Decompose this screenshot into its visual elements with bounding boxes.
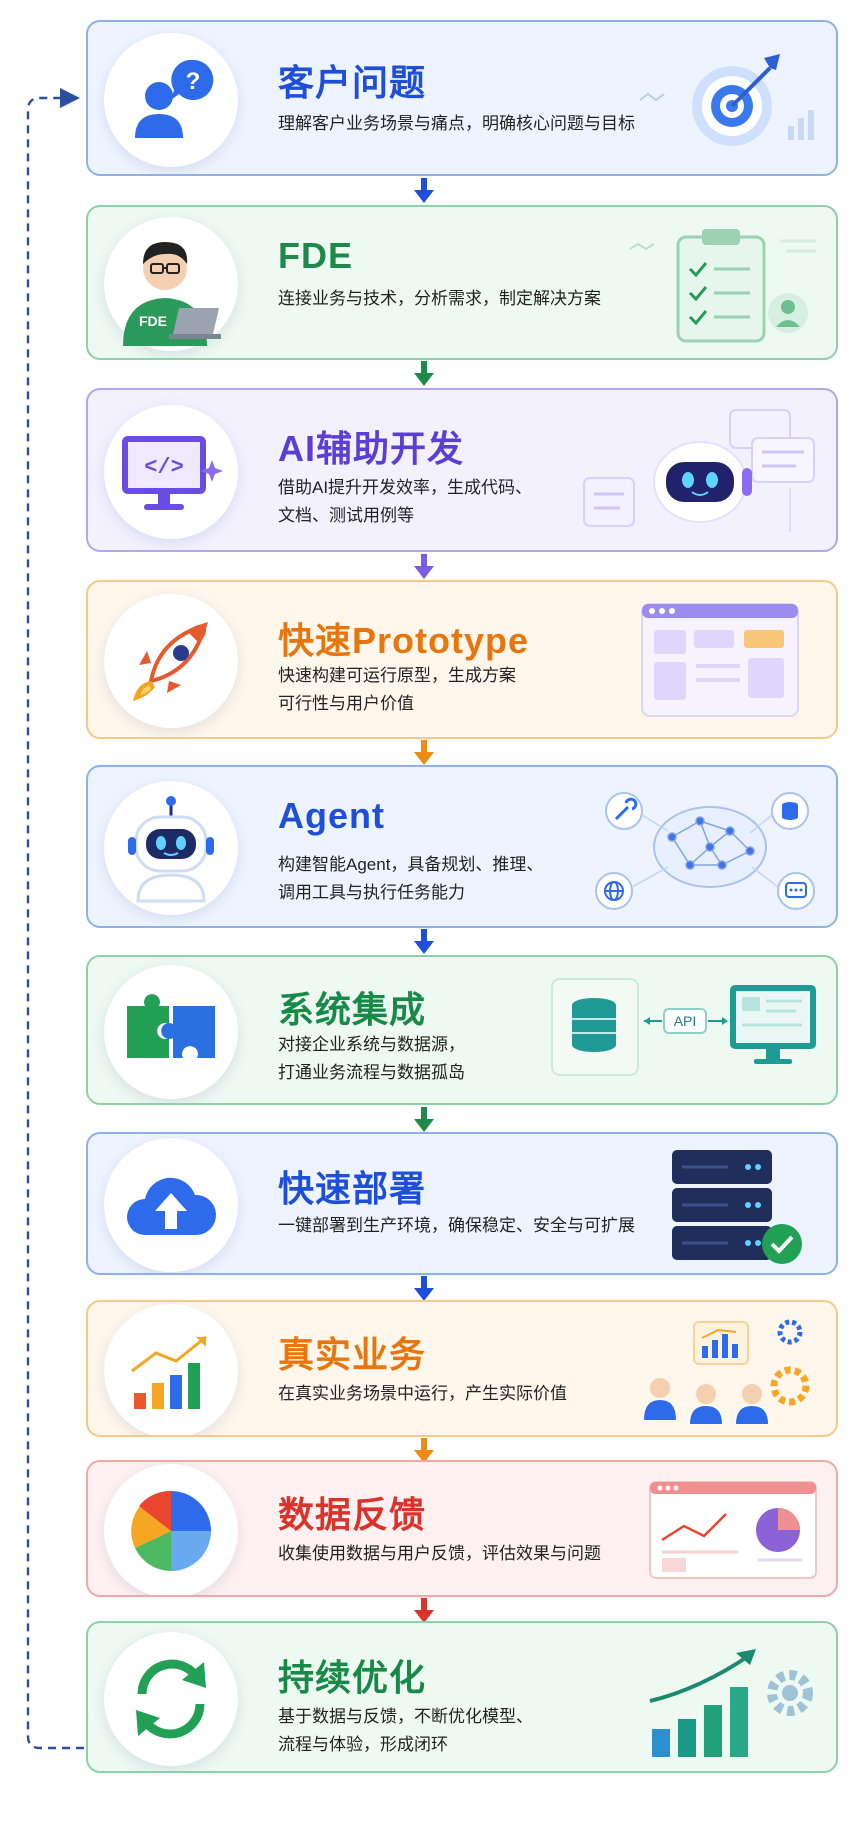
pie-chart-icon	[131, 1490, 211, 1571]
target-icon	[639, 54, 814, 146]
puzzle-icon	[127, 994, 215, 1058]
step-card-data-feedback: 数据反馈 收集使用数据与用户反馈，评估效果与问题	[86, 1460, 838, 1597]
step-title: 快速Prototype	[278, 620, 530, 661]
fde-avatar-circle: FDE	[104, 217, 238, 351]
step-title: 数据反馈	[278, 1494, 427, 1535]
step-title: 真实业务	[278, 1334, 427, 1375]
step-description: 构建智能Agent，具备规划、推理、 调用工具与执行任务能力	[278, 855, 544, 902]
ai-robot-icon	[583, 409, 815, 532]
growth-chart-icon	[131, 1335, 207, 1409]
step-title: AI辅助开发	[278, 428, 465, 469]
step-description: 借助AI提升开发效率，生成代码、 文档、测试用例等	[278, 478, 533, 525]
ai-brain-network-icon	[595, 792, 815, 910]
step-title: 客户问题	[278, 62, 427, 103]
cloud-upload-circle	[104, 1138, 238, 1272]
cloud-upload-icon	[127, 1177, 217, 1235]
engineer-laptop-icon: FDE	[123, 242, 221, 346]
rocket-icon	[133, 622, 208, 701]
svg-text:FDE: FDE	[139, 313, 167, 329]
step-card-continuous-optimization: 持续优化 基于数据与反馈，不断优化模型、 流程与体验，形成闭环	[86, 1621, 838, 1773]
flow-arrow	[414, 1276, 434, 1301]
step-description: 收集使用数据与用户反馈，评估效果与问题	[278, 1544, 601, 1563]
user-question-icon: ?	[135, 59, 214, 138]
clipboard-checklist-icon	[629, 229, 816, 343]
svg-text:?: ?	[186, 68, 201, 95]
customer-icon-circle: ?	[104, 33, 238, 167]
step-card-system-integration: 系统集成 对接企业系统与数据源， 打通业务流程与数据孤岛 API	[86, 955, 838, 1105]
step-card-rapid-prototype: 快速Prototype 快速构建可运行原型，生成方案 可行性与用户价值	[86, 580, 838, 739]
step-title: 系统集成	[278, 989, 427, 1030]
step-title: 快速部署	[278, 1168, 427, 1209]
analytics-dashboard-icon	[649, 1481, 817, 1579]
refresh-cycle-icon	[136, 1659, 206, 1739]
robot-circle	[104, 781, 238, 915]
flow-arrow	[414, 1438, 434, 1463]
server-rack-check-icon	[672, 1150, 802, 1264]
prototype-window-icon	[641, 603, 799, 717]
refresh-circle	[104, 1632, 238, 1766]
flow-arrow	[414, 1107, 434, 1132]
step-title: 持续优化	[278, 1657, 427, 1698]
step-title: Agent	[278, 795, 385, 836]
flow-arrow	[414, 740, 434, 765]
flow-arrow	[414, 929, 434, 954]
step-description: 连接业务与技术，分析需求，制定解决方案	[278, 289, 601, 308]
step-card-fde: FDE FDE 连接业务与技术，分析需求，制定解决方案	[86, 205, 838, 360]
step-description: 一键部署到生产环境，确保稳定、安全与可扩展	[278, 1216, 635, 1235]
step-card-real-business: 真实业务 在真实业务场景中运行，产生实际价值	[86, 1300, 838, 1437]
svg-text:API: API	[674, 1013, 697, 1029]
flow-arrow	[414, 361, 434, 386]
rocket-circle	[104, 594, 238, 728]
business-team-icon	[644, 1319, 810, 1424]
growth-gear-icon	[649, 1649, 813, 1757]
step-title: FDE	[278, 235, 353, 276]
step-card-customer-problem: ? 客户问题 理解客户业务场景与痛点，明确核心问题与目标	[86, 20, 838, 176]
svg-text:</>: </>	[144, 455, 184, 480]
bar-chart-circle	[104, 1304, 238, 1435]
step-description: 基于数据与反馈，不断优化模型、 流程与体验，形成闭环	[278, 1707, 533, 1754]
step-description: 理解客户业务场景与痛点，明确核心问题与目标	[278, 114, 635, 133]
flow-arrow	[414, 554, 434, 579]
code-monitor-icon: </>	[122, 436, 223, 510]
puzzle-circle	[104, 965, 238, 1099]
step-card-agent: Agent 构建智能Agent，具备规划、推理、 调用工具与执行任务能力	[86, 765, 838, 928]
step-card-rapid-deploy: 快速部署 一键部署到生产环境，确保稳定、安全与可扩展	[86, 1132, 838, 1275]
step-card-ai-assisted-dev: </> AI辅助开发 借助AI提升开发效率，生成代码、 文档、测试用例等	[86, 388, 838, 552]
pie-chart-circle	[104, 1464, 238, 1595]
database-api-monitor-icon: API	[551, 978, 816, 1076]
robot-head-icon	[128, 796, 214, 903]
step-description: 快速构建可运行原型，生成方案 可行性与用户价值	[278, 666, 516, 713]
flow-arrow	[414, 1598, 434, 1623]
step-description: 在真实业务场景中运行，产生实际价值	[278, 1384, 567, 1403]
flow-arrow	[414, 178, 434, 203]
step-description: 对接企业系统与数据源， 打通业务流程与数据孤岛	[278, 1035, 465, 1082]
monitor-code-circle: </>	[104, 405, 238, 539]
